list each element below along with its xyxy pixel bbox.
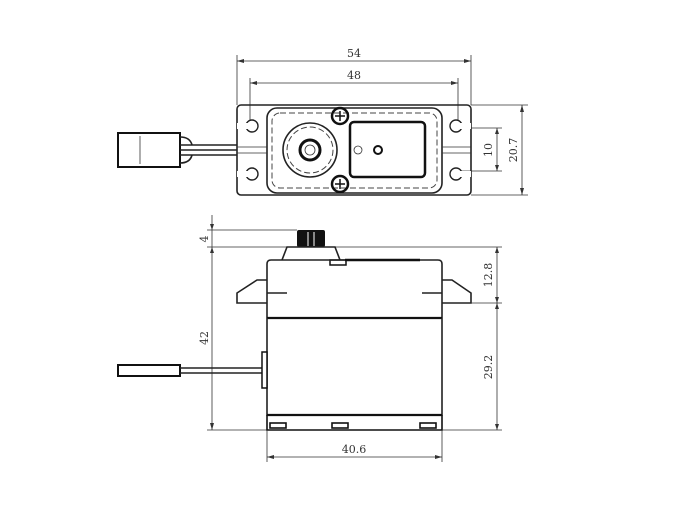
- dim-label-20-7: 20.7: [507, 138, 520, 163]
- dim-hole-slot: 10: [460, 127, 502, 172]
- bottom-feet: [266, 415, 443, 431]
- mounting-holes: [237, 119, 471, 181]
- dim-label-54: 54: [347, 47, 361, 60]
- side-cable-connector: [117, 351, 268, 389]
- screw-icon: [330, 106, 350, 126]
- side-view: 4 42: [117, 215, 502, 462]
- dim-spline-height: 4: [198, 215, 502, 430]
- dim-lower-height: 29.2: [442, 303, 502, 431]
- top-cap: [281, 246, 341, 261]
- screw-icon: [330, 174, 350, 194]
- right-flange: [442, 279, 472, 304]
- dim-case-length: 40.6: [266, 430, 443, 462]
- output-horn: [282, 122, 338, 178]
- dim-label-40-6: 40.6: [342, 443, 367, 456]
- dim-label-12-8: 12.8: [482, 263, 495, 288]
- label-window: [348, 120, 427, 179]
- dim-overall-length: 54: [236, 47, 472, 105]
- left-flange: [236, 279, 267, 304]
- dim-upper-height: 12.8: [471, 247, 502, 304]
- case-outline: [266, 107, 443, 194]
- dim-width: 20.7: [471, 104, 528, 196]
- dim-hole-spacing: 48: [249, 69, 459, 126]
- dim-label-48: 48: [347, 69, 361, 82]
- dim-total-height: 42: [198, 331, 267, 431]
- dim-label-42: 42: [198, 331, 211, 345]
- dim-label-29-2: 29.2: [482, 355, 495, 380]
- upper-case: [266, 259, 443, 318]
- output-spline: [297, 230, 325, 247]
- dim-label-4: 4: [198, 236, 211, 243]
- top-view: 54 48 20.7 10: [117, 47, 528, 196]
- dim-label-10: 10: [482, 143, 495, 157]
- lower-case: [266, 318, 443, 416]
- cable-connector: [117, 132, 237, 168]
